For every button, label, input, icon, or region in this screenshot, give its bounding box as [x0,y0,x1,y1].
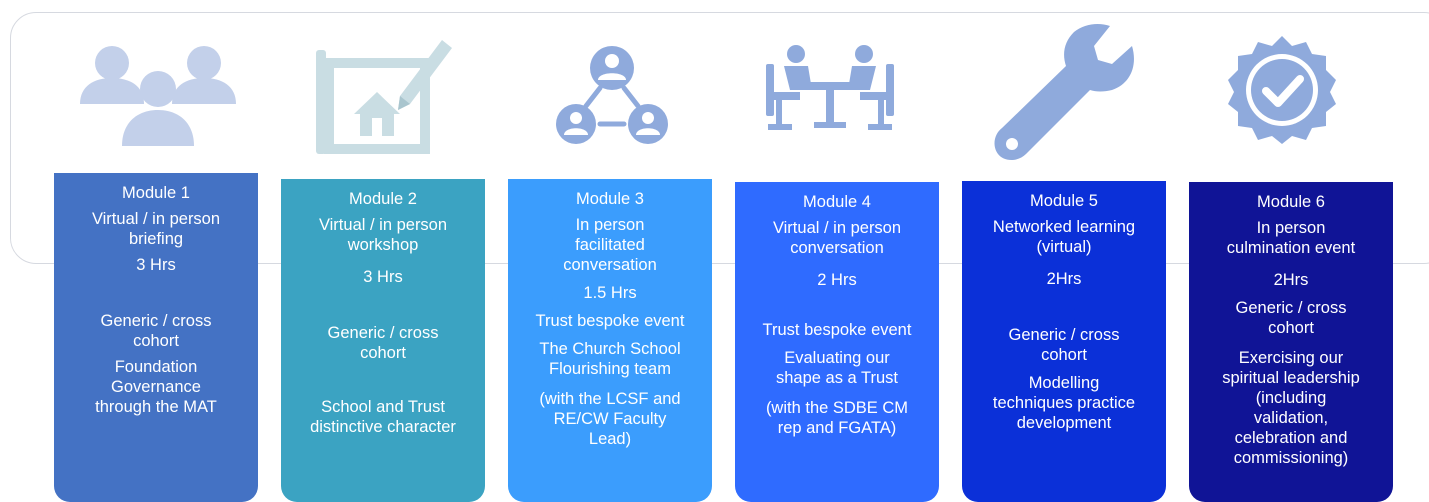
module-format: In person culmination event [1226,219,1356,257]
module-title: Module 3 [576,190,644,208]
module-title: Module 4 [803,193,871,211]
module-description: Foundation Governance through the MAT [95,358,217,416]
verified-badge-icon [1226,34,1338,146]
module-duration: 2Hrs [1046,270,1082,288]
module-description: School and Trust distinctive character [310,398,456,436]
module-format: Virtual / in person briefing [91,210,221,248]
module-duration: 1.5 Hrs [583,284,637,302]
module-type: Generic / cross cohort [100,312,212,350]
module-format: Virtual / in person conversation [772,219,902,257]
module-card-3: Module 3 In person facilitated conversat… [508,179,712,502]
module-duration: 3 Hrs [363,268,403,286]
module-title: Module 5 [1030,192,1098,210]
module-card-2: Module 2 Virtual / in person workshop 3 … [281,179,485,502]
module-note: (with the LCSF and RE/CW Faculty Lead) [539,390,681,448]
module-type: Generic / cross cohort [1008,326,1120,364]
module-card-4: Module 4 Virtual / in person conversatio… [735,182,939,502]
module-duration: 2 Hrs [817,271,857,289]
module-duration: 3 Hrs [136,256,176,274]
network-people-icon [554,42,670,148]
module-type: Generic / cross cohort [1235,299,1347,337]
module-description: The Church School Flourishing team [539,340,681,378]
module-card-6: Module 6 In person culmination event 2Hr… [1189,182,1393,502]
module-duration: 2Hrs [1273,271,1309,289]
module-type: Generic / cross cohort [327,324,439,362]
module-type: Trust bespoke event [535,312,685,330]
module-card-1: Module 1 Virtual / in person briefing 3 … [54,173,258,502]
module-format: Virtual / in person workshop [318,216,448,254]
module-title: Module 2 [349,190,417,208]
module-card-5: Module 5 Networked learning (virtual) 2H… [962,181,1166,502]
module-type: Trust bespoke event [762,321,912,339]
module-format: Networked learning (virtual) [992,218,1136,256]
people-group-icon [78,42,238,150]
module-title: Module 6 [1257,193,1325,211]
module-title: Module 1 [122,184,190,202]
module-note: (with the SDBE CM rep and FGATA) [765,399,909,437]
meeting-table-icon [762,44,898,132]
blueprint-house-icon [314,30,454,160]
wrench-icon [990,20,1138,166]
module-description: Exercising our spiritual leadership (inc… [1222,349,1360,467]
module-description: Evaluating our shape as a Trust [776,349,898,387]
module-description: Modelling techniques practice developmen… [992,374,1136,432]
module-format: In person facilitated conversation [563,216,657,274]
